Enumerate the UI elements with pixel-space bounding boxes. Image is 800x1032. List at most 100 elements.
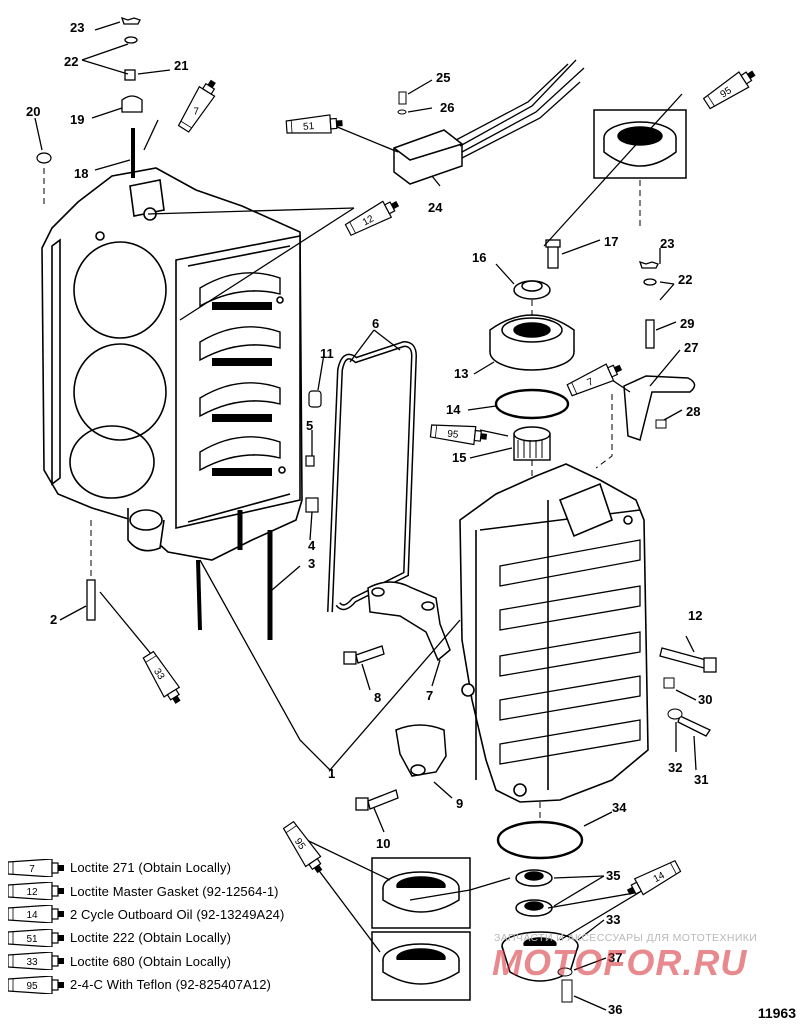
callout-numbers: 1 2 3 4 5 6 7 8 9 10 11 12 13 14 15 16 1… <box>26 20 712 1017</box>
tube-95-mid: 95 <box>429 421 489 447</box>
callout-32: 32 <box>668 760 682 775</box>
legend-label: Loctite 222 (Obtain Locally) <box>70 930 232 946</box>
svg-text:95: 95 <box>26 981 38 992</box>
o-ring-14 <box>494 388 570 420</box>
stud-29-hardware <box>638 260 659 349</box>
tube-33: 33 <box>140 649 187 708</box>
bracket-27 <box>623 375 696 441</box>
callout-12: 12 <box>688 608 702 623</box>
watermark-logo: MOTOFOR.RU <box>492 942 748 983</box>
legend-row: 7 Loctite 271 (Obtain Locally) <box>7 856 338 879</box>
callout-31: 31 <box>694 772 708 787</box>
legend-row: 95 2-4-C With Teflon (92-825407A12) <box>7 973 338 996</box>
seal-box-lower <box>371 857 471 1001</box>
seals-35 <box>515 869 553 917</box>
callout-24: 24 <box>428 200 443 215</box>
callout-18: 18 <box>74 166 88 181</box>
dowel-30 <box>663 677 675 689</box>
legend-label: 2 Cycle Outboard Oil (92-13249A24) <box>70 906 285 922</box>
callout-4: 4 <box>308 538 316 553</box>
dowel-11 <box>308 390 322 408</box>
tube-12-top: 12 <box>343 195 403 239</box>
watermark-tagline: ЗАПЧАСТИ И АКСЕССУАРЫ ДЛЯ МОТОТЕХНИКИ <box>494 932 758 944</box>
svg-text:51: 51 <box>303 121 315 133</box>
bolt-10 <box>355 789 399 811</box>
tube-95-lower: 95 <box>280 819 328 878</box>
legend-label: Loctite 680 (Obtain Locally) <box>70 953 232 969</box>
tube-7-right: 7 <box>565 358 626 400</box>
legend-label: Loctite 271 (Obtain Locally) <box>70 860 232 876</box>
callout-14: 14 <box>446 402 461 417</box>
sealant-legend: 7 Loctite 271 (Obtain Locally) 12 Loctit… <box>7 856 338 996</box>
screw-25 <box>398 91 407 105</box>
tube-95-top: 95 <box>701 64 760 112</box>
callout-17: 17 <box>604 234 618 249</box>
callout-1: 1 <box>328 766 335 781</box>
callout-16: 16 <box>472 250 486 265</box>
callout-23-right: 23 <box>660 236 674 251</box>
seal-box-top <box>593 109 687 179</box>
callout-20: 20 <box>26 104 40 119</box>
callout-3: 3 <box>308 556 315 571</box>
callout-7: 7 <box>426 688 433 703</box>
cylinder-block <box>41 167 303 640</box>
legend-label: 2-4-C With Teflon (92-825407A12) <box>70 977 271 993</box>
seal-strip-6 <box>327 340 418 613</box>
legend-row: 33 Loctite 680 (Obtain Locally) <box>7 950 338 973</box>
svg-text:14: 14 <box>26 910 38 921</box>
bolt-8 <box>343 645 385 665</box>
tube-icon: 7 <box>7 858 70 878</box>
crankcase-cover <box>459 463 649 803</box>
legend-row: 51 Loctite 222 (Obtain Locally) <box>7 926 338 949</box>
tube-14: 14 <box>623 857 683 901</box>
callout-34: 34 <box>612 800 627 815</box>
tube-7-top: 7 <box>175 75 222 135</box>
callout-22-right: 22 <box>678 272 692 287</box>
callout-26: 26 <box>440 100 454 115</box>
bracket-9 <box>395 724 447 777</box>
leader-lines <box>34 21 697 1011</box>
svg-text:7: 7 <box>586 376 596 388</box>
svg-text:95: 95 <box>447 429 460 441</box>
callout-37: 37 <box>608 950 622 965</box>
bracket-7 <box>367 581 451 662</box>
legend-row: 12 Loctite Master Gasket (92-12564-1) <box>7 879 338 902</box>
tube-icon: 14 <box>7 904 70 925</box>
washer-32 <box>667 708 683 720</box>
callout-33: 33 <box>606 912 620 927</box>
plug-20 <box>36 152 52 164</box>
callout-23: 23 <box>70 20 84 35</box>
tube-icon: 33 <box>7 951 70 971</box>
callout-36: 36 <box>608 1002 622 1017</box>
callout-30: 30 <box>698 692 712 707</box>
callout-13: 13 <box>454 366 468 381</box>
screw-28 <box>655 419 667 429</box>
callout-29: 29 <box>680 316 694 331</box>
svg-text:14: 14 <box>652 870 667 885</box>
callout-8: 8 <box>374 690 381 705</box>
svg-text:33: 33 <box>26 957 38 968</box>
callout-35: 35 <box>606 868 620 883</box>
callout-19: 19 <box>70 112 84 127</box>
callout-22: 22 <box>64 54 78 69</box>
dashed-guides <box>531 180 641 822</box>
svg-text:7: 7 <box>29 864 35 875</box>
bolt-12 <box>659 647 717 673</box>
washer-37 <box>557 967 573 977</box>
screw-36 <box>561 979 573 1003</box>
tube-icon: 95 <box>7 975 70 995</box>
tube-icon: 12 <box>7 881 70 901</box>
stud-2 <box>86 520 96 621</box>
callout-15: 15 <box>452 450 466 465</box>
svg-text:7: 7 <box>193 107 199 118</box>
bolt-31 <box>677 715 711 737</box>
bearing-housing-13 <box>489 314 575 371</box>
callout-9: 9 <box>456 796 463 811</box>
legend-label: Loctite Master Gasket (92-12564-1) <box>70 883 279 899</box>
svg-text:51: 51 <box>26 934 38 945</box>
callout-10: 10 <box>376 836 390 851</box>
callout-5: 5 <box>306 418 313 433</box>
tube-51: 51 <box>285 113 344 137</box>
callout-11: 11 <box>320 346 334 361</box>
